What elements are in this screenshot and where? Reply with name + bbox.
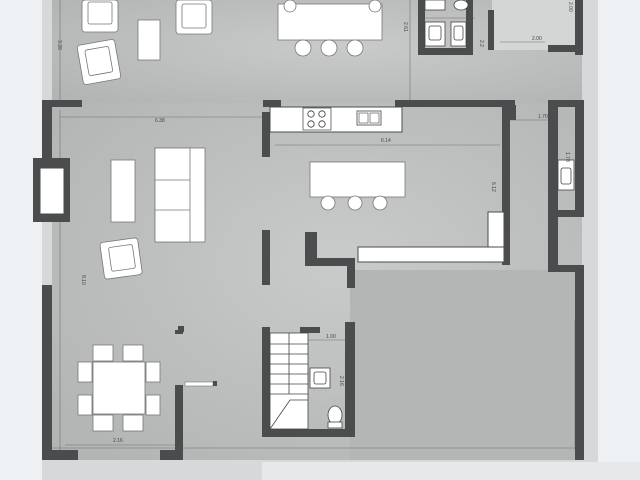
bottom-step	[262, 462, 640, 480]
door-marker-end	[213, 381, 217, 386]
dim-dining-width: 2.16	[113, 438, 123, 444]
upper-dining-table	[277, 0, 383, 57]
dim-top-right-height: 2.00	[567, 2, 573, 12]
dim-kitchen-height: 6.12	[490, 182, 496, 192]
kitchen-island	[309, 161, 406, 211]
door-marker	[184, 381, 214, 387]
coffee-table	[110, 159, 136, 223]
stair-bath	[309, 367, 343, 429]
right-bath-sink	[557, 159, 575, 191]
fireplace	[39, 167, 65, 215]
dim-top-left-height: 3.39	[56, 40, 62, 50]
dim-living-width: 6.38	[155, 118, 165, 124]
kitchen-counter	[269, 106, 403, 133]
upper-right-patio	[492, 0, 582, 50]
dim-top-bath-width: 2.2	[478, 40, 484, 47]
dim-kitchen-width: 6.14	[381, 138, 391, 144]
lower-right-terrace	[350, 270, 582, 460]
l-counter	[357, 211, 505, 263]
dim-right-bath-width: 1.70	[538, 114, 548, 120]
armchair	[99, 237, 143, 280]
dim-stair-bath-height: 2.16	[338, 376, 344, 386]
upper-coffee-table	[137, 19, 161, 61]
column-post	[178, 326, 184, 332]
upper-armchairs	[76, 0, 213, 85]
dim-top-mid-height: 2.61	[402, 22, 408, 32]
staircase	[269, 332, 309, 430]
dim-stair-bath-width: 1.00	[326, 334, 336, 340]
dim-left-height: 8.10	[80, 275, 86, 285]
dim-right-bath-height: 1.78	[564, 152, 570, 162]
dining-table	[77, 344, 161, 432]
living-sofa	[154, 147, 206, 243]
dim-top-right-width: 2.00	[532, 36, 542, 42]
dimension-labels: 3.39 2.61 2.2 2.00 2.00 6.38 6.14 1.70 1…	[56, 2, 573, 444]
upper-bath	[424, 0, 469, 47]
walls	[33, 0, 584, 460]
